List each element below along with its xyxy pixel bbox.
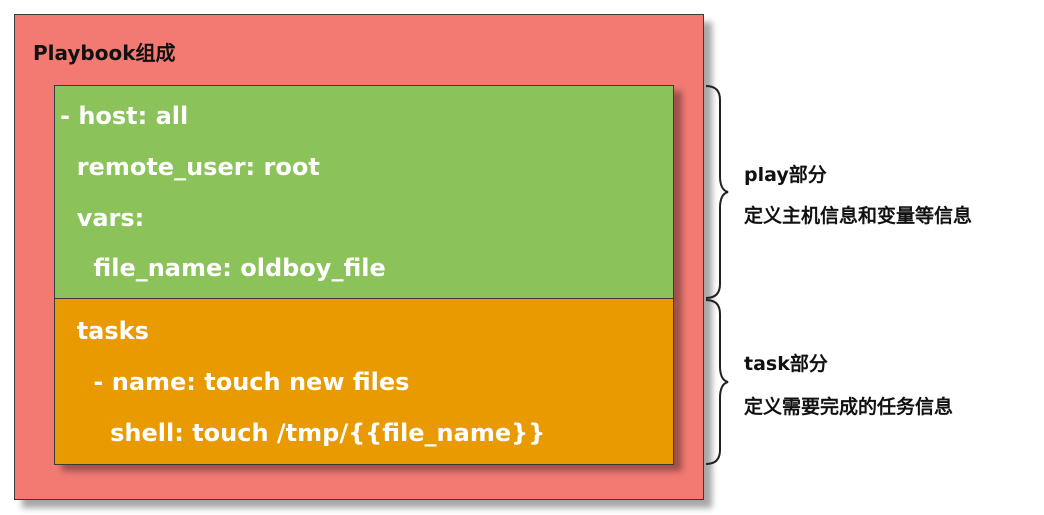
play-line: - host: all xyxy=(60,102,189,130)
play-line: vars: xyxy=(60,204,145,232)
task-line: - name: touch new files xyxy=(60,368,410,396)
task-brace-icon xyxy=(705,299,729,465)
play-section xyxy=(54,85,674,299)
play-line: remote_user: root xyxy=(60,153,320,181)
task-note-desc: 定义需要完成的任务信息 xyxy=(744,396,954,418)
task-section xyxy=(54,299,674,465)
task-line: shell: touch /tmp/{{file_name}} xyxy=(60,419,546,447)
play-note-desc: 定义主机信息和变量等信息 xyxy=(744,205,973,227)
task-note-title: task部分 xyxy=(744,353,828,375)
play-note-title: play部分 xyxy=(744,164,827,186)
play-line: file_name: oldboy_file xyxy=(60,254,386,282)
task-line: tasks xyxy=(60,317,149,345)
play-brace-icon xyxy=(705,85,729,299)
playbook-title: Playbook组成 xyxy=(33,41,176,65)
